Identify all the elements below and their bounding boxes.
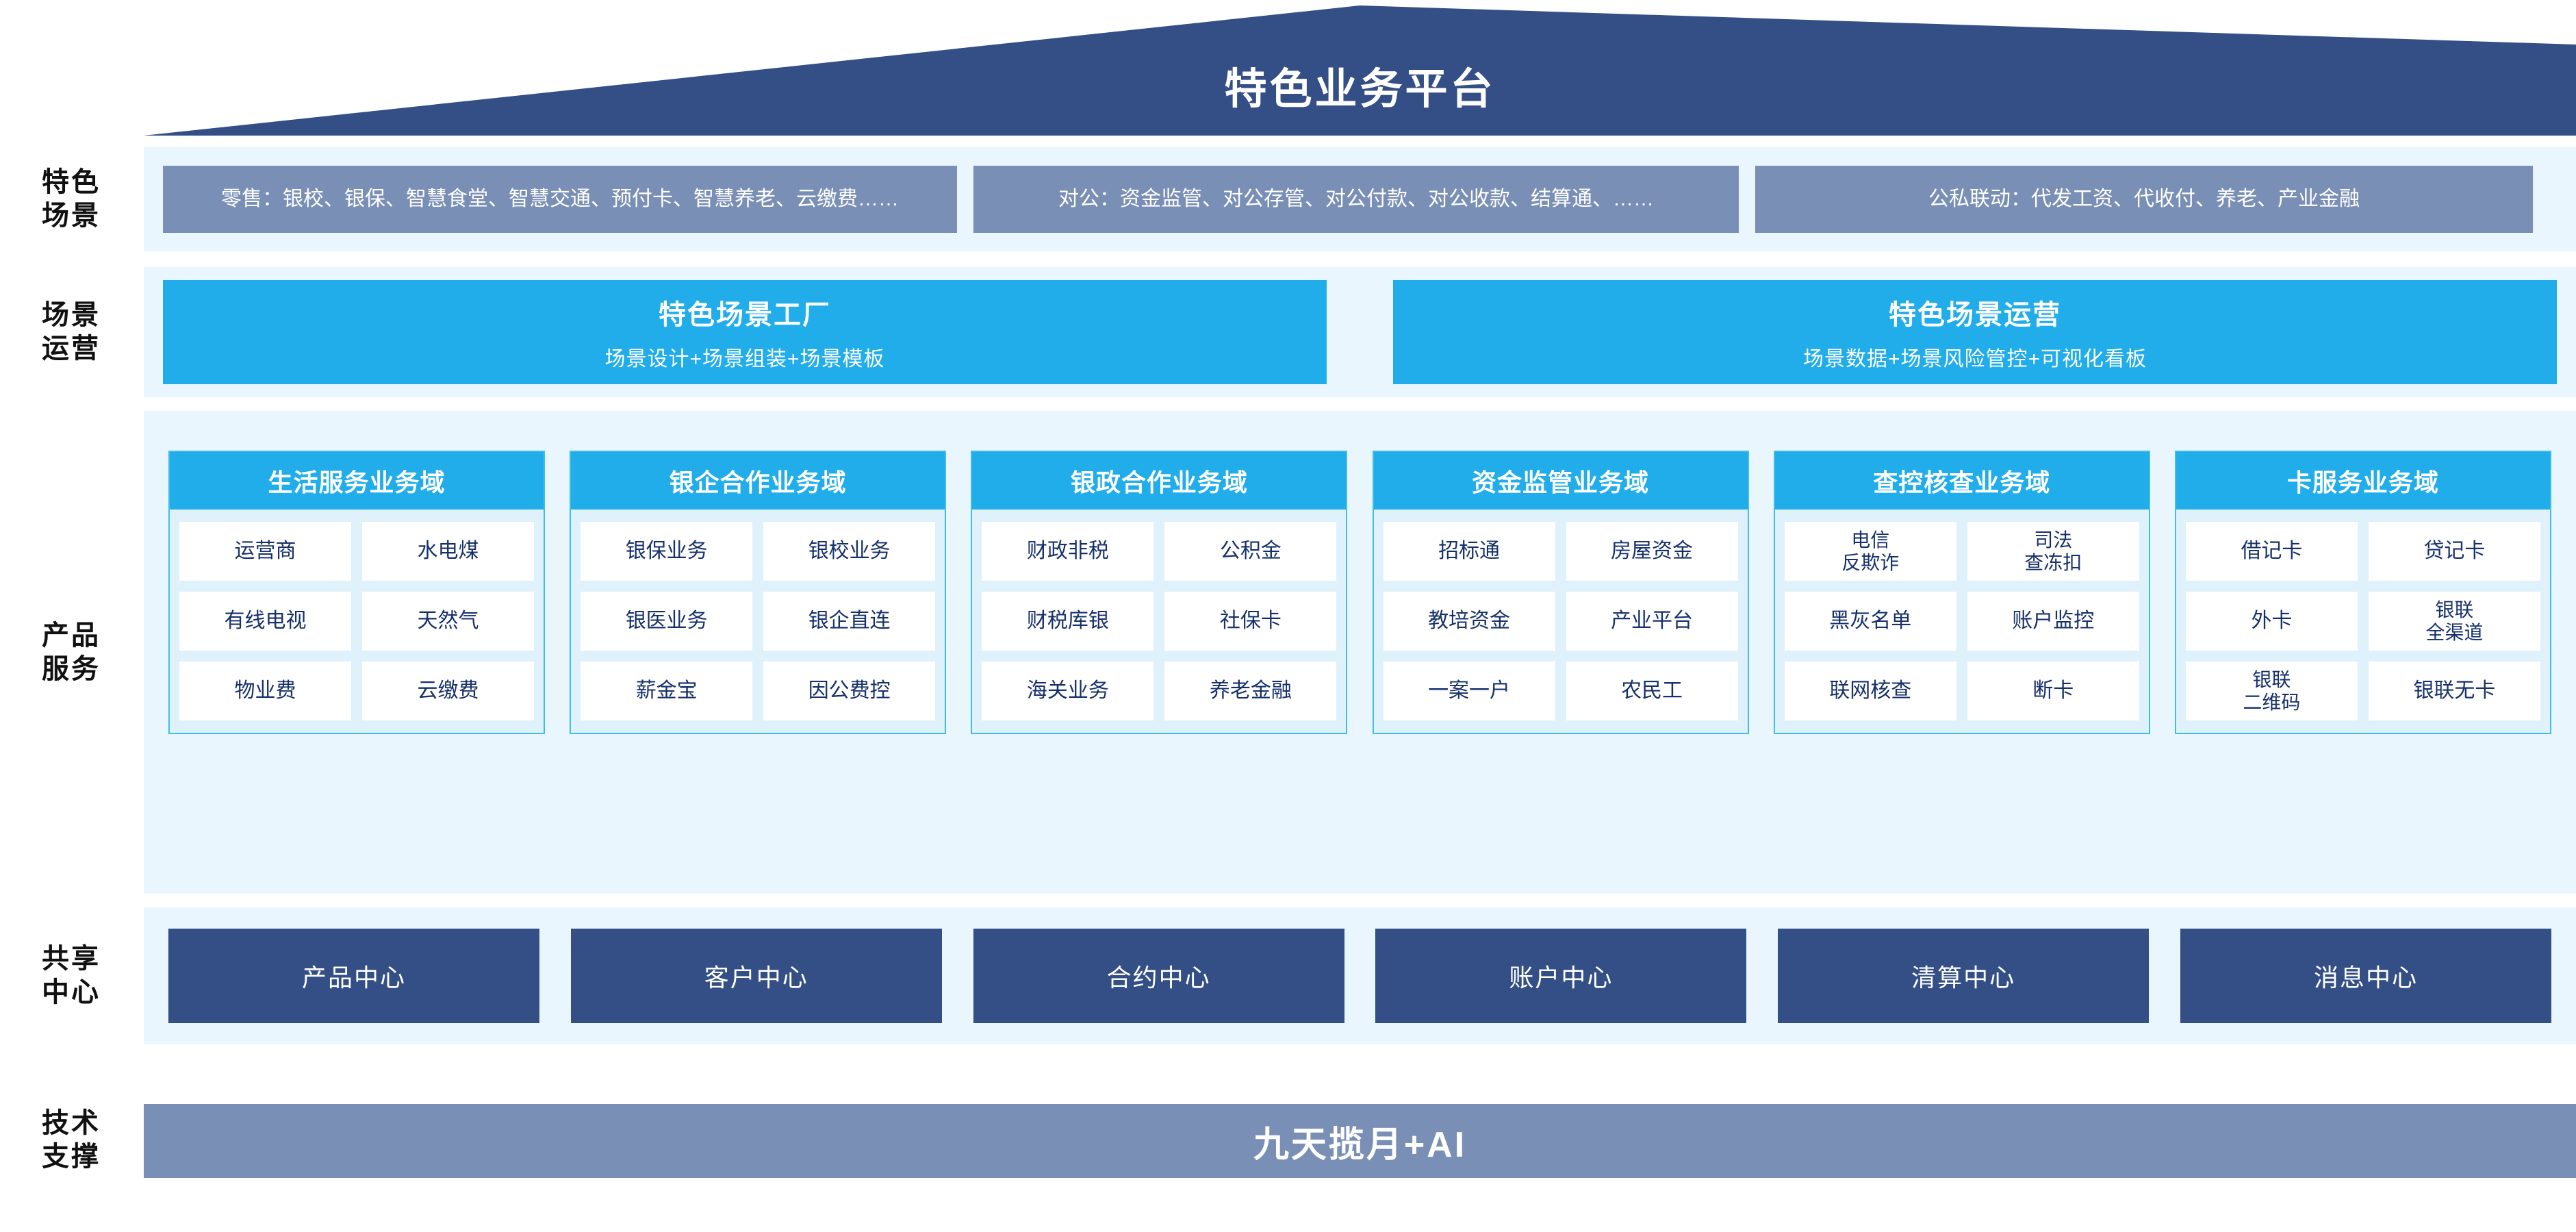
product-domain-title: 银政合作业务域 bbox=[972, 452, 1347, 510]
product-item-cell[interactable]: 银企直连 bbox=[763, 592, 936, 651]
product-item-cell[interactable]: 海关业务 bbox=[982, 662, 1154, 720]
row-label-shared-center: 共享 中心 bbox=[0, 907, 142, 1044]
product-item-cell[interactable]: 天然气 bbox=[362, 592, 534, 651]
product-domain-title: 银企合作业务域 bbox=[571, 452, 945, 510]
product-domain-title: 生活服务业务域 bbox=[170, 452, 544, 510]
shared-center-box[interactable]: 产品中心 bbox=[168, 929, 539, 1023]
operations-box-scene-factory-subtitle: 场景设计+场景组装+场景模板 bbox=[604, 348, 885, 370]
product-item-cell[interactable]: 财税库银 bbox=[982, 592, 1154, 651]
product-item-cell[interactable]: 教培资金 bbox=[1383, 592, 1555, 651]
operations-panel: 特色场景工厂 场景设计+场景组装+场景模板 特色场景运营 场景数据+场景风险管控… bbox=[144, 267, 2576, 397]
scenario-panel: 零售：银校、银保、智慧食堂、智慧交通、预付卡、智慧养老、云缴费…… 对公：资金监… bbox=[144, 147, 2576, 251]
product-item-cell[interactable]: 有线电视 bbox=[179, 592, 351, 651]
product-item-cell[interactable]: 银保业务 bbox=[581, 522, 753, 581]
product-item-grid: 银保业务银校业务银医业务银企直连薪金宝因公费控 bbox=[571, 510, 945, 733]
product-item-cell[interactable]: 银校业务 bbox=[763, 522, 936, 581]
shared-center-box[interactable]: 清算中心 bbox=[1778, 929, 2150, 1023]
row-label-operations-line2: 运营 bbox=[42, 334, 101, 364]
product-item-cell[interactable]: 房屋资金 bbox=[1566, 522, 1738, 581]
product-item-grid: 借记卡贷记卡外卡银联全渠道银联二维码银联无卡 bbox=[2176, 510, 2550, 733]
product-item-grid: 电信反欺诈司法查冻扣黑灰名单账户监控联网核查断卡 bbox=[1775, 510, 2149, 733]
row-label-shared-center-line2: 中心 bbox=[42, 977, 101, 1007]
row-label-products-line1: 产品 bbox=[42, 620, 101, 651]
operations-box-scene-factory[interactable]: 特色场景工厂 场景设计+场景组装+场景模板 bbox=[163, 280, 1327, 384]
row-label-shared-center-line1: 共享 bbox=[42, 944, 101, 975]
product-item-cell[interactable]: 电信反欺诈 bbox=[1784, 522, 1956, 581]
shared-center-box[interactable]: 合约中心 bbox=[973, 929, 1344, 1023]
row-label-tech-support: 技术 支撑 bbox=[0, 1096, 142, 1185]
product-item-cell[interactable]: 因公费控 bbox=[763, 662, 936, 720]
operations-box-scene-operation-subtitle: 场景数据+场景风险管控+可视化看板 bbox=[1802, 348, 2147, 370]
product-item-cell[interactable]: 银医业务 bbox=[581, 592, 753, 651]
row-label-products-line2: 服务 bbox=[42, 653, 101, 684]
product-item-cell[interactable]: 黑灰名单 bbox=[1784, 592, 1956, 651]
product-item-cell[interactable]: 银联全渠道 bbox=[2368, 592, 2540, 651]
row-label-operations: 场景 运营 bbox=[0, 267, 142, 397]
scenario-box-public-private[interactable]: 公私联动：代发工资、代收付、养老、产业金融 bbox=[1755, 166, 2533, 233]
product-item-cell[interactable]: 一案一户 bbox=[1383, 662, 1555, 720]
product-item-cell[interactable]: 银联无卡 bbox=[2368, 662, 2540, 720]
shared-center-box[interactable]: 客户中心 bbox=[570, 929, 942, 1023]
product-item-cell[interactable]: 招标通 bbox=[1383, 522, 1555, 581]
product-domain-column: 资金监管业务域招标通房屋资金教培资金产业平台一案一户农民工 bbox=[1372, 451, 1749, 734]
row-label-scenario-line2: 场景 bbox=[42, 201, 101, 231]
product-item-grid: 财政非税公积金财税库银社保卡海关业务养老金融 bbox=[972, 510, 1346, 733]
scenario-box-retail[interactable]: 零售：银校、银保、智慧食堂、智慧交通、预付卡、智慧养老、云缴费…… bbox=[163, 166, 957, 233]
product-item-cell[interactable]: 水电煤 bbox=[362, 522, 534, 581]
product-item-cell[interactable]: 薪金宝 bbox=[581, 662, 753, 720]
row-label-scenario-line1: 特色 bbox=[42, 167, 101, 198]
product-item-cell[interactable]: 物业费 bbox=[179, 662, 351, 720]
platform-roof-banner: 特色业务平台 bbox=[0, 0, 2576, 140]
product-domain-title: 卡服务业务域 bbox=[2176, 452, 2550, 510]
product-item-cell[interactable]: 养老金融 bbox=[1164, 662, 1337, 720]
shared-center-box[interactable]: 账户中心 bbox=[1375, 929, 1747, 1023]
product-item-cell[interactable]: 联网核查 bbox=[1784, 662, 1956, 720]
product-item-cell[interactable]: 运营商 bbox=[179, 522, 351, 581]
product-item-cell[interactable]: 公积金 bbox=[1164, 522, 1337, 581]
product-domain-title: 资金监管业务域 bbox=[1373, 452, 1748, 510]
scenario-box-corporate[interactable]: 对公：资金监管、对公存管、对公付款、对公收款、结算通、…… bbox=[973, 166, 1739, 233]
product-item-cell[interactable]: 云缴费 bbox=[362, 662, 534, 720]
operations-box-scene-operation[interactable]: 特色场景运营 场景数据+场景风险管控+可视化看板 bbox=[1393, 280, 2557, 384]
product-domain-column: 银政合作业务域财政非税公积金财税库银社保卡海关业务养老金融 bbox=[971, 451, 1348, 734]
product-item-grid: 运营商水电煤有线电视天然气物业费云缴费 bbox=[170, 510, 544, 733]
row-label-operations-line1: 场景 bbox=[42, 300, 101, 331]
shared-center-box[interactable]: 消息中心 bbox=[2180, 929, 2551, 1023]
product-item-cell[interactable]: 断卡 bbox=[1967, 662, 2139, 720]
product-item-cell[interactable]: 借记卡 bbox=[2185, 522, 2358, 581]
scenario-box-list: 零售：银校、银保、智慧食堂、智慧交通、预付卡、智慧养老、云缴费…… 对公：资金监… bbox=[144, 147, 2576, 251]
shared-center-box-list: 产品中心客户中心合约中心账户中心清算中心消息中心 bbox=[144, 907, 2576, 1044]
product-domain-column: 生活服务业务域运营商水电煤有线电视天然气物业费云缴费 bbox=[168, 451, 545, 734]
product-item-cell[interactable]: 贷记卡 bbox=[2368, 522, 2540, 581]
operations-box-list: 特色场景工厂 场景设计+场景组装+场景模板 特色场景运营 场景数据+场景风险管控… bbox=[144, 267, 2576, 397]
row-label-scenario: 特色 场景 bbox=[0, 147, 142, 251]
product-item-cell[interactable]: 银联二维码 bbox=[2185, 662, 2358, 720]
product-item-cell[interactable]: 财政非税 bbox=[982, 522, 1154, 581]
product-item-cell[interactable]: 产业平台 bbox=[1566, 592, 1738, 651]
tech-support-bar[interactable]: 九天揽月+AI bbox=[144, 1104, 2576, 1178]
operations-box-scene-factory-title: 特色场景工厂 bbox=[659, 300, 831, 330]
product-domain-column: 卡服务业务域借记卡贷记卡外卡银联全渠道银联二维码银联无卡 bbox=[2174, 451, 2551, 734]
product-item-cell[interactable]: 社保卡 bbox=[1164, 592, 1337, 651]
product-domain-column: 银企合作业务域银保业务银校业务银医业务银企直连薪金宝因公费控 bbox=[570, 451, 947, 734]
product-item-cell[interactable]: 农民工 bbox=[1566, 662, 1738, 720]
product-item-cell[interactable]: 司法查冻扣 bbox=[1967, 522, 2139, 581]
product-item-grid: 招标通房屋资金教培资金产业平台一案一户农民工 bbox=[1374, 510, 1748, 733]
row-label-tech-support-line1: 技术 bbox=[42, 1108, 101, 1139]
row-label-tech-support-line2: 支撑 bbox=[42, 1142, 101, 1172]
product-domain-title: 查控核查业务域 bbox=[1774, 452, 2149, 510]
page-title: 特色业务平台 bbox=[1224, 66, 1496, 113]
product-service-panel: 生活服务业务域运营商水电煤有线电视天然气物业费云缴费银企合作业务域银保业务银校业… bbox=[144, 411, 2576, 894]
operations-box-scene-operation-title: 特色场景运营 bbox=[1889, 300, 2061, 330]
product-item-cell[interactable]: 外卡 bbox=[2185, 592, 2358, 651]
shared-center-panel: 产品中心客户中心合约中心账户中心清算中心消息中心 bbox=[144, 907, 2576, 1044]
product-domain-column: 查控核查业务域电信反欺诈司法查冻扣黑灰名单账户监控联网核查断卡 bbox=[1773, 451, 2150, 734]
row-label-products: 产品 服务 bbox=[0, 411, 142, 894]
product-domain-column-list: 生活服务业务域运营商水电煤有线电视天然气物业费云缴费银企合作业务域银保业务银校业… bbox=[144, 411, 2576, 894]
product-item-cell[interactable]: 账户监控 bbox=[1967, 592, 2139, 651]
